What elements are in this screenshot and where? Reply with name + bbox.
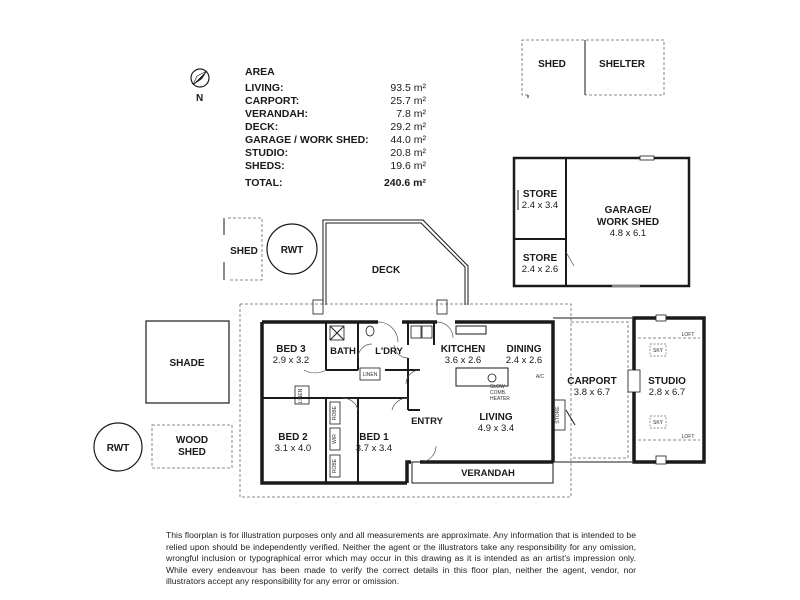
- dining-label: DINING: [507, 344, 542, 355]
- studio-building: [627, 314, 706, 465]
- shed-left-label: SHED: [230, 246, 258, 257]
- north-label: N: [196, 93, 203, 104]
- rwt-bottom-label: RWT: [107, 443, 130, 454]
- bed1-label: BED 1: [359, 432, 389, 443]
- area-value: 7.8 m²: [396, 108, 426, 120]
- rwt-top-label: RWT: [281, 245, 304, 256]
- kitchen-label: KITCHEN: [441, 344, 485, 355]
- slow-heater-label-3: HEATER: [490, 396, 510, 402]
- wood-shed-label-line2: SHED: [178, 447, 206, 458]
- garage-label-line2: WORK SHED: [597, 217, 659, 228]
- area-label: STUDIO:: [245, 147, 288, 159]
- area-value: 20.8 m²: [390, 147, 426, 159]
- deck-label: DECK: [372, 265, 401, 276]
- area-label: GARAGE / WORK SHED:: [245, 134, 369, 146]
- area-value: 29.2 m²: [390, 121, 426, 133]
- shade-outline: [145, 320, 230, 404]
- store1-label: STORE: [523, 189, 558, 200]
- carport-label: CARPORT: [567, 376, 616, 387]
- area-label: VERANDAH:: [245, 108, 308, 120]
- disclaimer-text: This floorplan is for illustration purpo…: [166, 530, 636, 586]
- bed3-dims: 2.9 x 3.2: [273, 355, 309, 366]
- robe2-label: ROBE: [332, 458, 338, 473]
- slow-heater-label-1: SLOW: [490, 384, 505, 390]
- loft1-label: LOFT: [682, 332, 695, 338]
- area-value: 44.0 m²: [390, 134, 426, 146]
- bed3-label: BED 3: [276, 344, 306, 355]
- living-label: LIVING: [479, 412, 513, 423]
- area-label: SHEDS:: [245, 160, 285, 172]
- garage-label-line1: GARAGE/: [605, 205, 652, 216]
- kitchen-dims: 3.6 x 2.6: [445, 355, 481, 366]
- shed-shelter-outline: [521, 39, 665, 98]
- area-total-label: TOTAL:: [245, 177, 283, 189]
- store1-dims: 2.4 x 3.4: [522, 200, 558, 211]
- shelter-label: SHELTER: [599, 59, 646, 70]
- bed2-label: BED 2: [278, 432, 308, 443]
- area-value: 25.7 m²: [390, 95, 426, 107]
- area-value: 93.5 m²: [390, 82, 426, 94]
- verandah-label: VERANDAH: [461, 468, 515, 479]
- robe1-label: ROBE: [332, 405, 338, 420]
- area-label: CARPORT:: [245, 95, 299, 107]
- bath-label: BATH: [330, 346, 356, 357]
- house-walls: [239, 299, 576, 498]
- area-label: DECK:: [245, 121, 278, 133]
- deck-outline: [322, 219, 469, 305]
- area-value: 19.6 m²: [390, 160, 426, 172]
- shade-label: SHADE: [169, 358, 204, 369]
- garage-building: [512, 155, 691, 288]
- store2-dims: 2.4 x 2.6: [522, 264, 558, 275]
- ac-label: A/C: [536, 374, 545, 380]
- wood-shed-label-line1: WOOD: [176, 435, 208, 446]
- studio-dims: 2.8 x 6.7: [649, 387, 685, 398]
- linen1-label: LINEN: [298, 388, 304, 403]
- area-table: LIVING: 93.5 m² CARPORT: 25.7 m² VERANDA…: [245, 82, 426, 189]
- bed2-dims: 3.1 x 4.0: [275, 443, 311, 454]
- sky2-label: SKY: [653, 420, 664, 426]
- store2-label: STORE: [523, 253, 558, 264]
- living-dims: 4.9 x 3.4: [478, 423, 514, 434]
- entry-label: ENTRY: [411, 416, 444, 427]
- studio-label: STUDIO: [648, 376, 686, 387]
- linen2-label: LINEN: [363, 372, 378, 378]
- area-heading: AREA: [245, 66, 275, 78]
- loft2-label: LOFT: [682, 434, 695, 440]
- area-total-value: 240.6 m²: [384, 177, 427, 189]
- shed-top-label: SHED: [538, 59, 566, 70]
- sky1-label: SKY: [653, 348, 664, 354]
- wir-label: WIR: [332, 434, 338, 444]
- rwt-bottom-tank: [93, 422, 143, 472]
- garage-dims: 4.8 x 6.1: [610, 228, 646, 239]
- store-label: STORE: [555, 406, 561, 424]
- bed1-dims: 3.7 x 3.4: [356, 443, 392, 454]
- dining-dims: 2.4 x 2.6: [506, 355, 542, 366]
- compass-icon: [190, 68, 210, 88]
- rwt-top-tank: [266, 223, 318, 275]
- shed-left-outline: [223, 217, 263, 281]
- slow-heater-label-2: COMB.: [490, 390, 506, 396]
- ldry-label: L'DRY: [375, 346, 403, 357]
- area-label: LIVING:: [245, 82, 284, 94]
- wood-shed-outline: [151, 424, 233, 469]
- carport-dims: 3.8 x 6.7: [574, 387, 610, 398]
